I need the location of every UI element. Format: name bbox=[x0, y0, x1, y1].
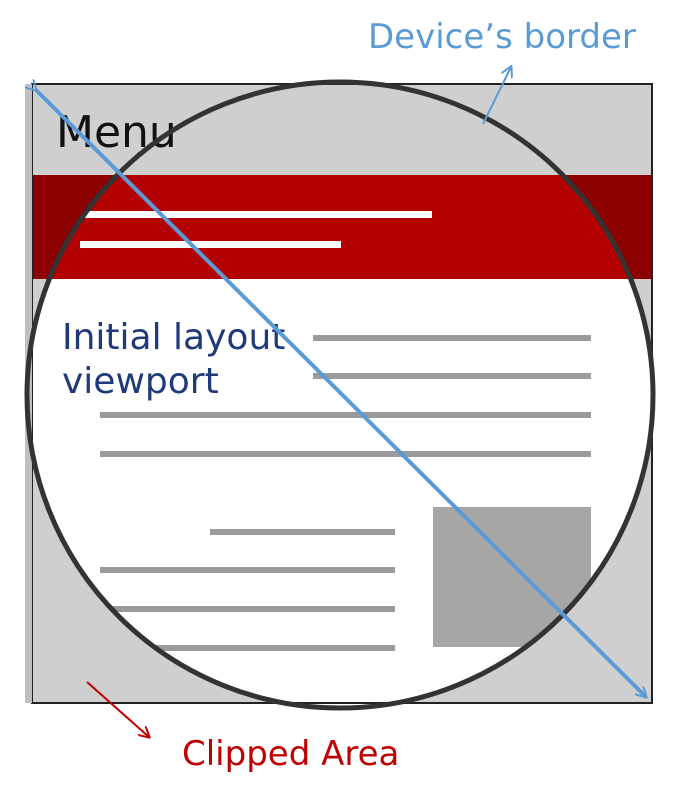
device-border-label: Device’s border bbox=[368, 17, 636, 57]
viewport-label-line1: Initial layout bbox=[62, 317, 285, 358]
viewport-label-line2: viewport bbox=[62, 361, 219, 402]
clipped-area-pointer-icon bbox=[86, 681, 149, 737]
text-line bbox=[210, 529, 395, 535]
text-line bbox=[313, 335, 591, 341]
text-line bbox=[100, 412, 591, 418]
header-line-2 bbox=[80, 241, 341, 248]
diagonal-arrow-icon bbox=[36, 90, 646, 697]
text-line bbox=[100, 451, 591, 457]
text-line bbox=[100, 567, 395, 573]
text-line bbox=[313, 373, 591, 379]
device-border-pointer-icon bbox=[482, 67, 511, 125]
header-bar bbox=[33, 175, 651, 279]
clipped-area-label: Clipped Area bbox=[182, 734, 399, 774]
menu-label: Menu bbox=[56, 107, 177, 158]
text-line bbox=[100, 606, 395, 612]
header-line-1 bbox=[80, 211, 432, 218]
